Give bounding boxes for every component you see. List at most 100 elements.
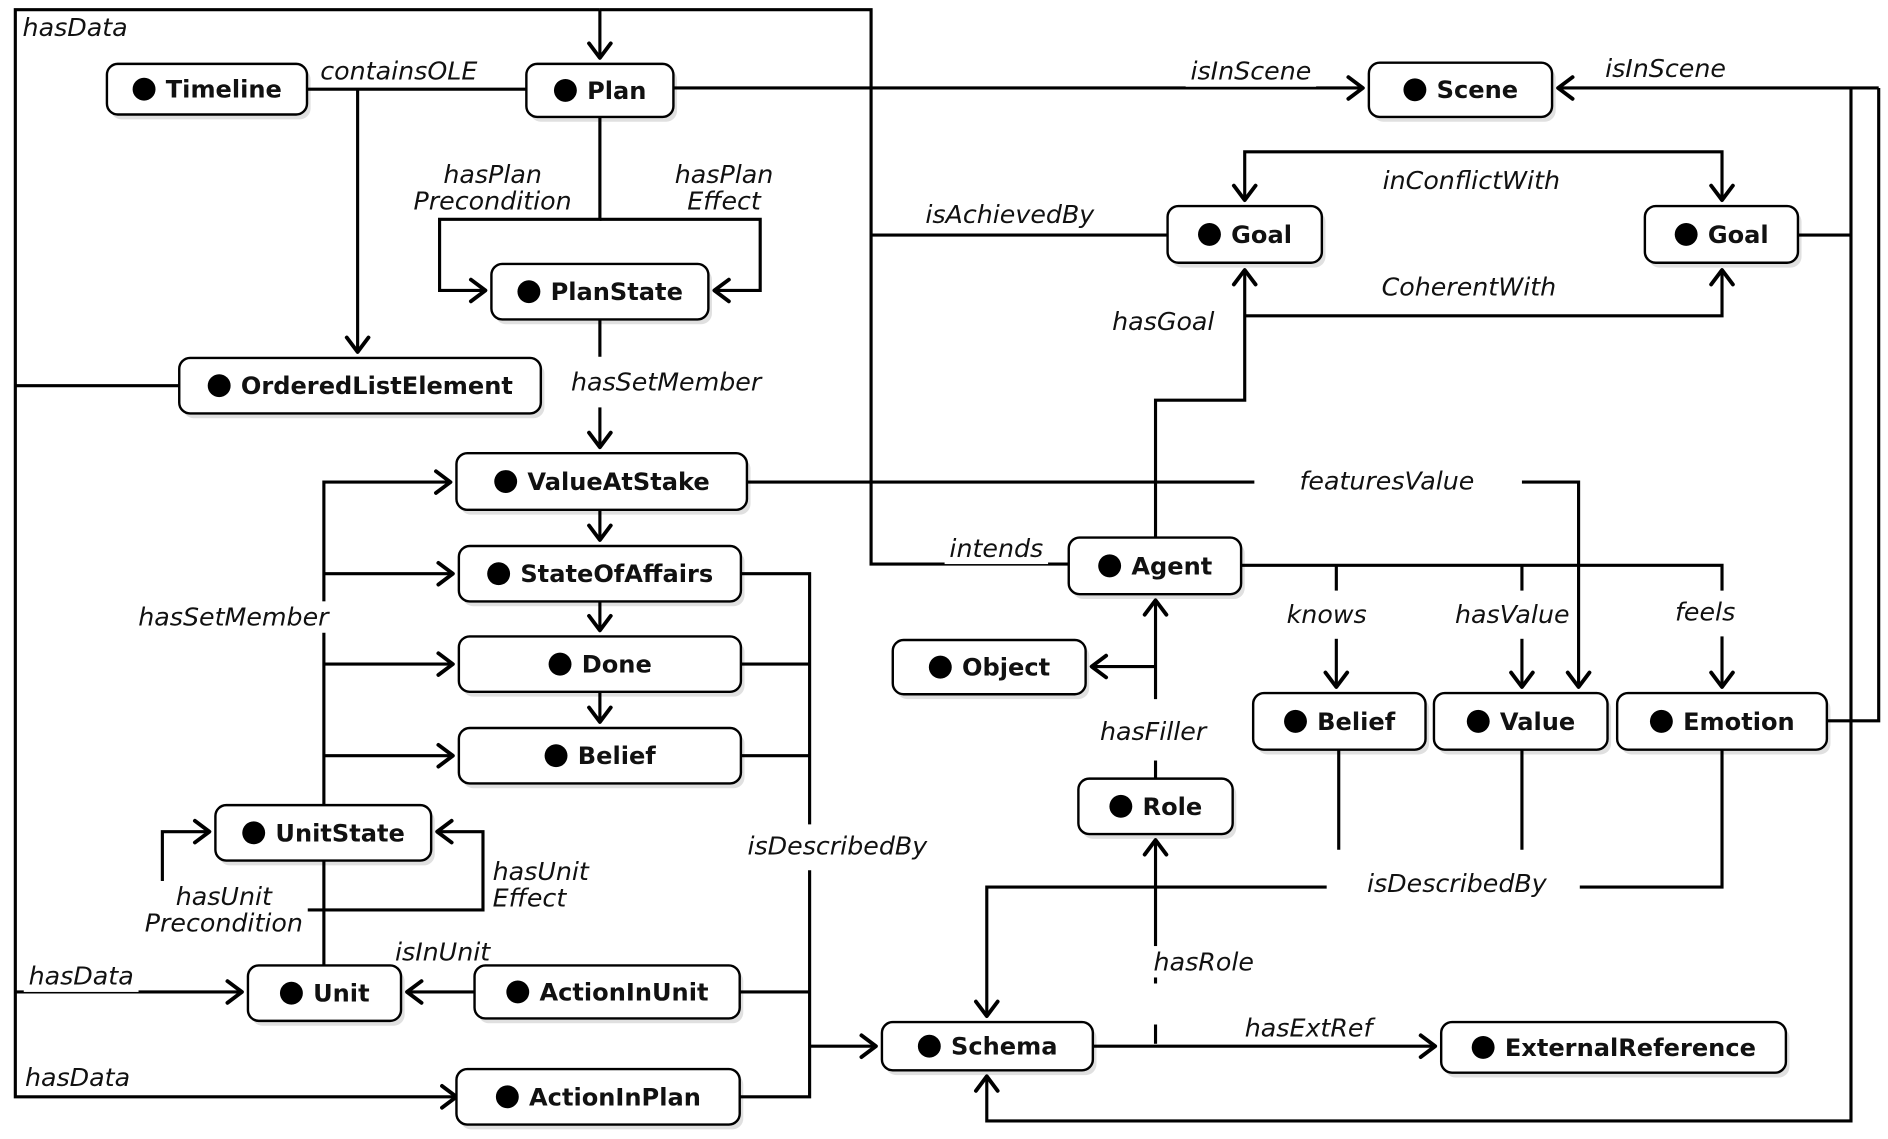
node-label: Value: [1500, 708, 1575, 736]
edge-label-line: CoherentWith: [1382, 272, 1557, 301]
edge-label-line: hasFiller: [1100, 717, 1208, 746]
edge-label-background: [742, 830, 934, 862]
node-box: [1367, 61, 1554, 119]
edge-label-background: [139, 880, 308, 939]
node-role[interactable]: Role: [1077, 777, 1237, 839]
node-goal-1[interactable]: Goal: [1166, 204, 1326, 268]
node-state-of-affairs[interactable]: StateOfAffairs: [457, 544, 745, 607]
node-scene[interactable]: Scene: [1367, 61, 1556, 122]
edge-label-line: containsOLE: [320, 57, 477, 86]
plan-state-edge-arrowhead-icon: [468, 277, 488, 304]
class-dot-icon: [1198, 222, 1221, 246]
hsm-soa-arrowhead-icon: [436, 560, 455, 587]
edge-label-line: hasData: [25, 1063, 130, 1092]
knows-edge-arrowhead-icon: [1323, 670, 1350, 689]
node-label: Timeline: [166, 76, 282, 104]
node-value[interactable]: Value: [1432, 691, 1612, 755]
edge-label-line: hasValue: [1455, 600, 1570, 629]
node-box: [1166, 204, 1324, 264]
node-box: [178, 356, 543, 415]
node-box: [1643, 204, 1800, 264]
edge-label-has-value: hasValue: [1450, 598, 1575, 631]
node-box: [1077, 777, 1234, 836]
edge-label-text: hasSetMember: [571, 368, 763, 397]
edge-label-has-ext-ref: hasExtRef: [1239, 1012, 1382, 1044]
node-label: Object: [962, 654, 1050, 682]
edge-label-text: isInScene: [1190, 57, 1311, 86]
edge-label-has-set-member-top: hasSetMember: [566, 366, 768, 398]
node-action-in-plan[interactable]: ActionInPlan: [455, 1067, 744, 1130]
node-box: [214, 803, 433, 862]
edge-label-has-data-action-in-plan: hasData: [20, 1061, 135, 1094]
node-action-in-unit[interactable]: ActionInUnit: [473, 964, 744, 1024]
node-unit-state[interactable]: UnitState: [214, 803, 435, 866]
node-label: Goal: [1231, 221, 1292, 249]
feels-edge-arrowhead-icon: [1709, 670, 1735, 689]
node-emotion[interactable]: Emotion: [1615, 691, 1831, 755]
edge-label-text: isDescribedBy: [1367, 869, 1548, 898]
has-role-edge-arrowhead-icon: [1142, 838, 1169, 857]
node-label: StateOfAffairs: [520, 560, 713, 588]
has-data-frame: [13, 8, 600, 1099]
node-box: [525, 62, 675, 119]
edge-label-line: featuresValue: [1299, 466, 1474, 495]
node-schema[interactable]: Schema: [880, 1020, 1097, 1076]
edge-label-line: isInUnit: [395, 938, 491, 967]
has-set-member-left-edge-arrowhead-icon: [434, 469, 453, 495]
edge-label-background: [315, 55, 483, 87]
edge-label-is-achieved-by: isAchievedBy: [920, 198, 1101, 231]
edge-label-text: isDescribedBy: [747, 832, 928, 861]
edge-label-has-data-unit: hasData: [23, 960, 139, 992]
edge-label-has-goal: hasGoal: [1107, 306, 1220, 338]
node-plan-state[interactable]: PlanState: [490, 262, 712, 325]
node-goal-2[interactable]: Goal: [1643, 204, 1802, 268]
edge-label-text: feels: [1675, 598, 1735, 627]
node-box: [1067, 536, 1243, 596]
node-external-reference[interactable]: ExternalReference: [1439, 1020, 1790, 1078]
node-label: ActionInUnit: [539, 978, 708, 1006]
is-described-by-right-edge: [985, 885, 1327, 1017]
node-timeline[interactable]: Timeline: [105, 62, 311, 120]
node-label: ActionInPlan: [529, 1083, 701, 1111]
edge-label-text: hasData: [23, 13, 128, 42]
node-plan[interactable]: Plan: [525, 62, 678, 122]
node-agent[interactable]: Agent: [1067, 536, 1245, 600]
node-box: [490, 262, 710, 321]
edge-label-line: isInScene: [1605, 54, 1726, 83]
class-dot-icon: [1109, 794, 1133, 818]
node-ordered-list-element[interactable]: OrderedListElement: [178, 356, 545, 419]
edge-label-line: Precondition: [414, 187, 572, 216]
node-label: UnitState: [275, 819, 404, 847]
node-belief-right[interactable]: Belief: [1251, 691, 1430, 755]
node-box: [455, 1067, 741, 1126]
edge-label-background: [1377, 165, 1565, 197]
class-dot-icon: [494, 470, 518, 493]
class-dot-icon: [1471, 1035, 1495, 1059]
node-value-at-stake[interactable]: ValueAtStake: [455, 451, 751, 515]
edge-label-line: knows: [1287, 600, 1367, 629]
edge-label-line: isDescribedBy: [747, 832, 928, 861]
is-in-unit-edge-arrowhead-icon: [405, 979, 424, 1005]
edge-label-background: [1239, 1012, 1382, 1044]
node-label: OrderedListElement: [241, 372, 513, 400]
edge-label-text: inConflictWith: [1383, 166, 1560, 195]
plan-effect-edge-arrowhead-icon: [712, 277, 731, 304]
class-dot-icon: [506, 980, 530, 1004]
edge-label-background: [1362, 867, 1553, 900]
plan-effect-edge: [599, 217, 762, 293]
class-dot-icon: [1466, 709, 1490, 733]
node-box: [473, 964, 741, 1020]
node-unit[interactable]: Unit: [246, 964, 405, 1026]
node-object[interactable]: Object: [891, 638, 1090, 700]
has-ext-ref-edge-arrowhead-icon: [1418, 1033, 1438, 1059]
node-done[interactable]: Done: [457, 635, 745, 697]
class-dot-icon: [279, 981, 303, 1005]
edge-label-line: hasUnit: [176, 882, 273, 911]
node-box: [457, 544, 743, 603]
object-edge-arrowhead-icon: [1089, 653, 1109, 680]
is-in-scene-top-arrowhead-icon: [1556, 75, 1575, 101]
node-belief-left[interactable]: Belief: [457, 726, 745, 789]
has-goal-edge: [1153, 269, 1247, 538]
node-box: [455, 451, 749, 512]
